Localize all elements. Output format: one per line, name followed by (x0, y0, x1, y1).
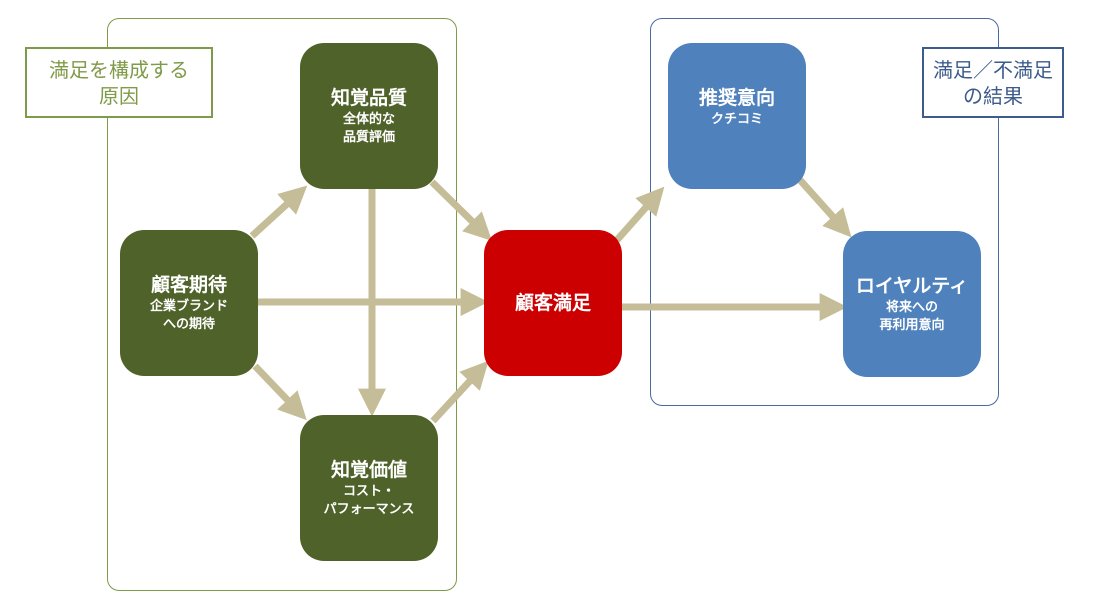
causes-label-line2: 原因 (99, 83, 139, 108)
node-subtitle: 全体的な (342, 112, 395, 127)
node-subtitle: パフォーマンス (323, 502, 415, 517)
node-loyalty: ロイヤルティ 将来への 再利用意向 (843, 231, 981, 377)
node-subtitle: への期待 (162, 317, 215, 332)
node-title: 推奨意向 (698, 87, 775, 109)
arrow-value-to-satisfaction (430, 360, 489, 424)
node-customer-satisfaction: 顧客満足 (484, 230, 622, 376)
results-label-line1: 満足／不満足 (933, 57, 1053, 82)
node-title: 知覚価値 (330, 459, 407, 481)
arrow-satisfaction-to-recommendation (614, 186, 665, 243)
arrow-recommendation-to-loyalty (797, 177, 852, 238)
arrow-expectation-to-quality (249, 185, 308, 239)
results-label-line2: の結果 (963, 83, 1023, 108)
node-subtitle: クチコミ (710, 112, 763, 127)
node-perceived-value: 知覚価値 コスト・ パフォーマンス (300, 415, 438, 561)
node-subtitle: 再利用意向 (879, 318, 945, 333)
node-subtitle: 将来への (885, 300, 938, 315)
node-subtitle: コスト・ (342, 484, 395, 499)
node-subtitle: 品質評価 (342, 130, 395, 145)
causes-label-line1: 満足を構成する (49, 57, 189, 82)
node-title: 顧客期待 (150, 274, 227, 296)
arrow-quality-to-satisfaction (429, 179, 492, 241)
node-customer-expectation: 顧客期待 企業ブランド への期待 (120, 230, 258, 376)
node-title: 知覚品質 (330, 87, 407, 109)
causes-group-label: 満足を構成する 原因 (25, 47, 213, 118)
results-group-label: 満足／不満足 の結果 (922, 47, 1064, 118)
node-title: 顧客満足 (514, 292, 591, 314)
arrow-expectation-to-value (252, 363, 307, 421)
node-subtitle: 企業ブランド (149, 299, 228, 314)
node-title: ロイヤルティ (855, 275, 969, 297)
node-recommendation: 推奨意向 クチコミ (668, 43, 806, 189)
node-perceived-quality: 知覚品質 全体的な 品質評価 (300, 43, 438, 189)
